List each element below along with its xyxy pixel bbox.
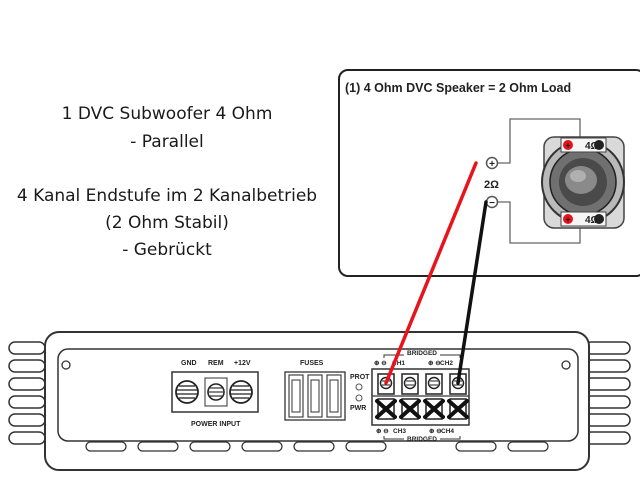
rem-terminal[interactable] — [207, 383, 225, 401]
ch2-label: CH2 — [440, 360, 453, 367]
svg-text:−: − — [596, 215, 601, 225]
coil-top-impedance: 4Ω — [585, 141, 599, 152]
fuse-holder — [284, 371, 346, 421]
ch1-label: CH1 — [392, 360, 405, 367]
gnd-terminal[interactable] — [175, 380, 199, 404]
fuses-label: FUSES — [300, 360, 324, 367]
svg-text:⊕ ⊖: ⊕ ⊖ — [374, 360, 387, 367]
power-input-label: POWER INPUT — [191, 421, 241, 428]
speaker-panel: (1) 4 Ohm DVC Speaker = 2 Ohm Load + 2Ω … — [338, 69, 640, 277]
gnd-label: GND — [181, 360, 197, 367]
amplifier: GND REM +12V POWER INPUT FUSES — [8, 331, 631, 471]
power-input-block — [171, 371, 259, 413]
coil-bottom-terminals: + 4Ω − — [560, 211, 607, 227]
caption-line-2: - Parallel — [130, 132, 204, 152]
svg-text:+: + — [565, 141, 570, 151]
prot-label: PROT — [350, 374, 370, 381]
positive-wire — [384, 161, 478, 385]
pwr-label: PWR — [350, 405, 366, 412]
caption-line-3: 4 Kanal Endstufe im 2 Kanalbetrieb — [16, 186, 318, 206]
caption-line-1: 1 DVC Subwoofer 4 Ohm — [61, 104, 273, 124]
ch2-positive-terminal[interactable] — [427, 376, 441, 390]
load-impedance-label: 2Ω — [484, 179, 499, 191]
ch3-ch4-unused-terminals — [375, 399, 469, 419]
speaker-positive-terminal[interactable]: + — [485, 156, 499, 171]
negative-wire — [456, 200, 488, 385]
plus-sign: + — [489, 159, 495, 170]
svg-text:−: − — [596, 141, 601, 151]
ch3-label: CH3 — [393, 428, 406, 435]
12v-terminal[interactable] — [229, 380, 253, 404]
minus-sign: − — [489, 198, 495, 209]
pwr-led-icon — [355, 394, 363, 402]
ch4-label: CH4 — [441, 428, 454, 435]
12v-label: +12V — [234, 360, 251, 367]
svg-text:⊕ ⊖: ⊕ ⊖ — [429, 428, 442, 435]
prot-led-icon — [355, 383, 363, 391]
speaker-terminal-block — [371, 368, 470, 426]
bridged-bottom-label: BRIDGED — [407, 436, 437, 443]
coil-top-terminals: + 4Ω − — [560, 137, 607, 153]
bridged-top-label: BRIDGED — [407, 350, 437, 357]
caption-line-4: (2 Ohm Stabil) — [105, 213, 229, 233]
svg-text:+: + — [565, 215, 570, 225]
coil-bottom-impedance: 4Ω — [585, 215, 599, 226]
speaker-panel-title: (1) 4 Ohm DVC Speaker = 2 Ohm Load — [345, 81, 571, 95]
svg-text:⊕ ⊖: ⊕ ⊖ — [376, 428, 389, 435]
svg-text:⊕ ⊖: ⊕ ⊖ — [428, 360, 441, 367]
rem-label: REM — [208, 360, 224, 367]
caption-line-5: - Gebrückt — [122, 240, 212, 260]
subwoofer-icon — [541, 136, 625, 229]
ch1-negative-terminal[interactable] — [403, 376, 417, 390]
